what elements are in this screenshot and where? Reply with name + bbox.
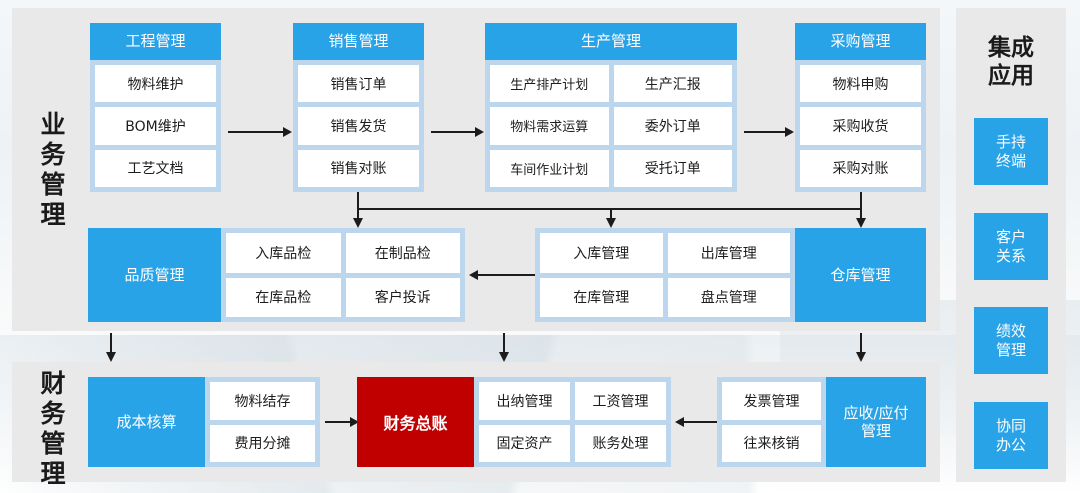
item-warehouse-0[interactable]: 入库管理 xyxy=(540,233,663,273)
item-quality-3[interactable]: 客户投诉 xyxy=(345,277,460,317)
item-receivable-0[interactable]: 发票管理 xyxy=(722,382,821,420)
item-purchasing-1[interactable]: 采购收货 xyxy=(800,107,921,145)
item-sales-1[interactable]: 销售发货 xyxy=(298,107,419,145)
group-receivable-header-line1: 应收/应付 xyxy=(843,404,909,422)
drop-warehouse-to-ledger-head xyxy=(499,352,509,362)
bus-stub-sales xyxy=(357,192,359,210)
arrow-engineering-to-sales-line xyxy=(228,131,283,133)
arrow-sales-to-production-line xyxy=(431,131,475,133)
group-warehouse-body: 入库管理 出库管理 在库管理 盘点管理 xyxy=(535,228,795,322)
item-warehouse-1[interactable]: 出库管理 xyxy=(667,233,790,273)
item-production-2[interactable]: 物料需求运算 xyxy=(490,107,609,145)
item-production-5[interactable]: 受托订单 xyxy=(613,149,732,187)
group-ledger-body: 出纳管理 工资管理 固定资产 账务处理 xyxy=(474,377,671,467)
integrated-apps-title: 集成 应用 xyxy=(956,34,1066,90)
sidebar-item-customer-relations[interactable]: 客户 关系 xyxy=(974,213,1048,280)
sidebar-item-handheld-terminal[interactable]: 手持 终端 xyxy=(974,118,1048,185)
arrow-production-to-purchasing-line xyxy=(744,131,785,133)
arrow-down-to-warehouse-right-head xyxy=(856,218,866,228)
item-sales-0[interactable]: 销售订单 xyxy=(298,65,419,103)
drop-warehouse-to-receivable-line xyxy=(860,333,862,355)
group-engineering-body: 物料维护 BOM维护 工艺文档 xyxy=(90,60,221,192)
arrow-cost-to-ledger-head xyxy=(350,417,359,427)
item-production-4[interactable]: 车间作业计划 xyxy=(490,149,609,187)
drop-quality-to-cost-line xyxy=(110,333,112,355)
item-production-0[interactable]: 生产排产计划 xyxy=(490,65,609,103)
item-purchasing-0[interactable]: 物料申购 xyxy=(800,65,921,103)
group-purchasing-body: 物料申购 采购收货 采购对账 xyxy=(795,60,926,192)
item-receivable-1[interactable]: 往来核销 xyxy=(722,424,821,462)
row1-bus-line xyxy=(357,208,861,210)
group-warehouse-header[interactable]: 仓库管理 xyxy=(795,228,926,322)
sidebar-item-collaborative-office-line2: 办公 xyxy=(995,435,1026,454)
item-sales-2[interactable]: 销售对账 xyxy=(298,149,419,187)
group-production-body: 生产排产计划 生产汇报 物料需求运算 委外订单 车间作业计划 受托订单 xyxy=(485,60,737,192)
financial-ledger-block[interactable]: 财务总账 xyxy=(357,377,474,467)
item-ledger-0[interactable]: 出纳管理 xyxy=(479,382,570,420)
bus-drop-purchasing xyxy=(860,192,862,220)
group-receivable-body: 发票管理 往来核销 xyxy=(717,377,826,467)
drop-quality-to-cost-head xyxy=(106,352,116,362)
integrated-apps-title-line2: 应用 xyxy=(988,63,1034,90)
item-quality-1[interactable]: 在制品检 xyxy=(345,233,460,273)
group-purchasing-header[interactable]: 采购管理 xyxy=(795,23,926,60)
item-engineering-1[interactable]: BOM维护 xyxy=(95,107,216,145)
item-ledger-1[interactable]: 工资管理 xyxy=(575,382,666,420)
arrow-warehouse-to-quality-line xyxy=(478,274,535,276)
sidebar-item-customer-relations-line1: 客户 xyxy=(995,228,1026,247)
arrow-production-to-purchasing-head xyxy=(785,127,794,137)
group-engineering-header[interactable]: 工程管理 xyxy=(90,23,221,60)
item-purchasing-2[interactable]: 采购对账 xyxy=(800,149,921,187)
arrow-receivable-to-ledger-head xyxy=(675,417,684,427)
item-warehouse-3[interactable]: 盘点管理 xyxy=(667,277,790,317)
sidebar-item-performance-management[interactable]: 绩效 管理 xyxy=(974,307,1048,374)
sidebar-item-performance-management-line2: 管理 xyxy=(995,340,1026,359)
item-cost-1[interactable]: 费用分摊 xyxy=(210,424,315,462)
group-receivable-header-line2: 管理 xyxy=(860,422,891,440)
item-engineering-2[interactable]: 工艺文档 xyxy=(95,149,216,187)
group-quality-header[interactable]: 品质管理 xyxy=(88,228,221,322)
item-quality-2[interactable]: 在库品检 xyxy=(226,277,341,317)
business-management-row-label: 业务管理 xyxy=(40,110,66,229)
item-ledger-2[interactable]: 固定资产 xyxy=(479,424,570,462)
group-receivable-header[interactable]: 应收/应付 管理 xyxy=(826,377,926,467)
integrated-apps-title-line1: 集成 xyxy=(988,35,1034,61)
arrow-sales-to-production-head xyxy=(475,127,484,137)
finance-management-row-label: 财务管理 xyxy=(40,369,66,488)
bus-drop-sales xyxy=(357,208,359,220)
item-cost-0[interactable]: 物料结存 xyxy=(210,382,315,420)
item-production-3[interactable]: 委外订单 xyxy=(613,107,732,145)
sidebar-item-collaborative-office-line1: 协同 xyxy=(995,417,1026,436)
item-ledger-3[interactable]: 账务处理 xyxy=(575,424,666,462)
sidebar-item-customer-relations-line2: 关系 xyxy=(995,246,1026,265)
item-warehouse-2[interactable]: 在库管理 xyxy=(540,277,663,317)
sidebar-item-collaborative-office[interactable]: 协同 办公 xyxy=(974,402,1048,469)
arrow-down-to-quality-head xyxy=(353,218,363,228)
arrow-warehouse-to-quality-head xyxy=(469,270,478,280)
drop-warehouse-to-receivable-head xyxy=(856,352,866,362)
item-production-1[interactable]: 生产汇报 xyxy=(613,65,732,103)
group-sales-header[interactable]: 销售管理 xyxy=(293,23,424,60)
bus-drop-production xyxy=(610,208,612,220)
arrow-down-to-warehouse-head xyxy=(606,218,616,228)
sidebar-item-performance-management-line1: 绩效 xyxy=(995,322,1026,341)
group-quality-body: 入库品检 在制品检 在库品检 客户投诉 xyxy=(221,228,465,322)
sidebar-item-handheld-terminal-line1: 手持 xyxy=(995,133,1026,152)
group-production-header[interactable]: 生产管理 xyxy=(485,23,737,60)
group-sales-body: 销售订单 销售发货 销售对账 xyxy=(293,60,424,192)
drop-warehouse-to-ledger-line xyxy=(503,333,505,355)
item-quality-0[interactable]: 入库品检 xyxy=(226,233,341,273)
arrow-receivable-to-ledger-line xyxy=(684,421,717,423)
item-engineering-0[interactable]: 物料维护 xyxy=(95,65,216,103)
arrow-engineering-to-sales-head xyxy=(283,127,292,137)
arrow-cost-to-ledger-line xyxy=(325,421,350,423)
group-cost-body: 物料结存 费用分摊 xyxy=(205,377,320,467)
sidebar-item-handheld-terminal-line2: 终端 xyxy=(995,151,1026,170)
group-cost-header[interactable]: 成本核算 xyxy=(88,377,205,467)
